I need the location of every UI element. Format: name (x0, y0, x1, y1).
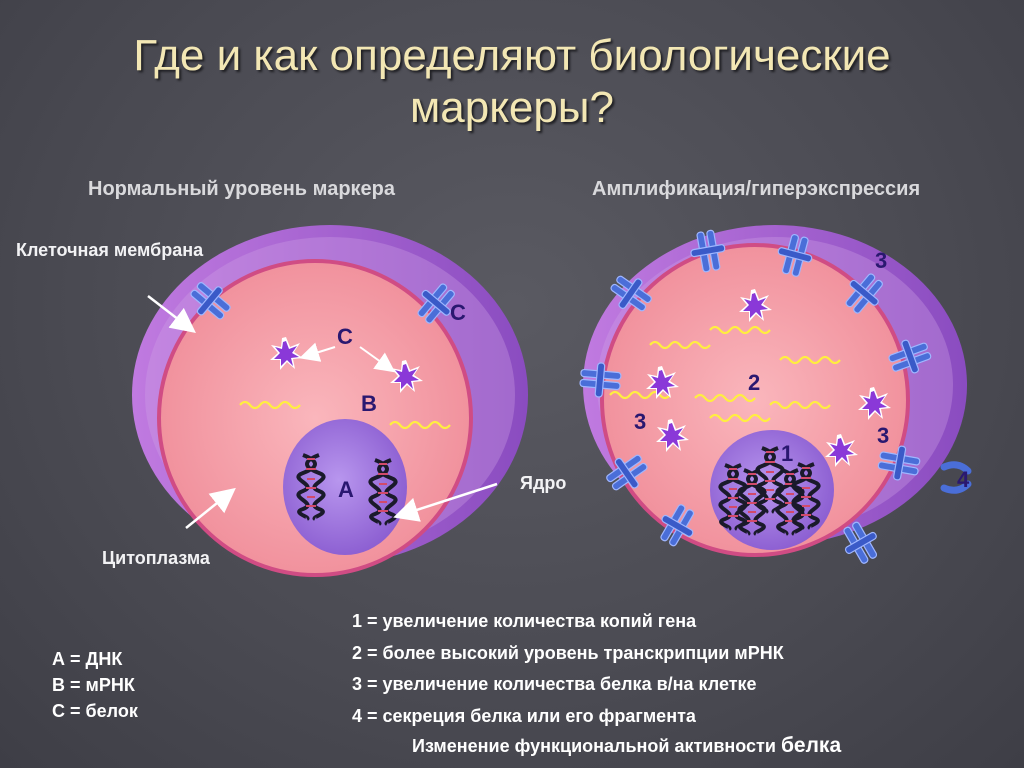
label-nucleus: Ядро (520, 473, 567, 493)
legend-item-protein: С = белок (52, 701, 138, 721)
legend-abbreviations: А = ДНК В = мРНК С = белок (52, 646, 138, 724)
right-panel-heading: Амплификация/гиперэкспрессия (592, 178, 921, 200)
footnote-emphasis: белка (780, 734, 842, 757)
nucleus-arrow (393, 482, 498, 522)
legend-mechanisms: 1 = увеличение количества копий гена 2 =… (352, 606, 784, 732)
slide-title: Где и как определяют биологические марке… (0, 30, 1024, 134)
legend-item-mrna: В = мРНК (52, 675, 135, 695)
secreted-fragment-icon (940, 461, 972, 494)
num-3-label: 3 (634, 409, 646, 434)
left-cell: С С В А (132, 225, 528, 577)
legend-item-4: 4 = секреция белка или его фрагмента (352, 705, 696, 726)
legend-item-dna: А = ДНК (52, 649, 123, 669)
legend-item-1: 1 = увеличение количества копий гена (352, 611, 697, 631)
footnote: Изменение функциональной активности белк… (412, 734, 841, 758)
title-line-2: маркеры? (410, 83, 614, 132)
label-cell-membrane: Клеточная мембрана (16, 240, 204, 260)
num-2-label: 2 (748, 370, 760, 395)
footnote-text: Изменение функциональной активности (412, 736, 781, 756)
legend-item-3: 3 = увеличение количества белка в/на кле… (352, 674, 757, 694)
num-4-label: 4 (957, 467, 970, 492)
marker-b-label: В (361, 391, 377, 416)
num-3-label: 3 (877, 423, 889, 448)
num-3-label: 3 (875, 248, 887, 273)
marker-c-label: С (450, 300, 466, 325)
legend-item-2: 2 = более высокий уровень транскрипции м… (352, 642, 784, 663)
right-cell: 3 2 3 3 1 4 (578, 225, 972, 569)
num-1-label: 1 (781, 441, 793, 466)
marker-a-label: А (338, 477, 354, 502)
membrane-arrow (147, 295, 196, 334)
marker-c-label: С (337, 324, 353, 349)
left-panel-heading: Нормальный уровень маркера (88, 178, 396, 200)
title-line-1: Где и как определяют биологические (133, 31, 891, 80)
cytoplasm-arrow (185, 487, 236, 529)
label-cytoplasm: Цитоплазма (102, 548, 210, 568)
